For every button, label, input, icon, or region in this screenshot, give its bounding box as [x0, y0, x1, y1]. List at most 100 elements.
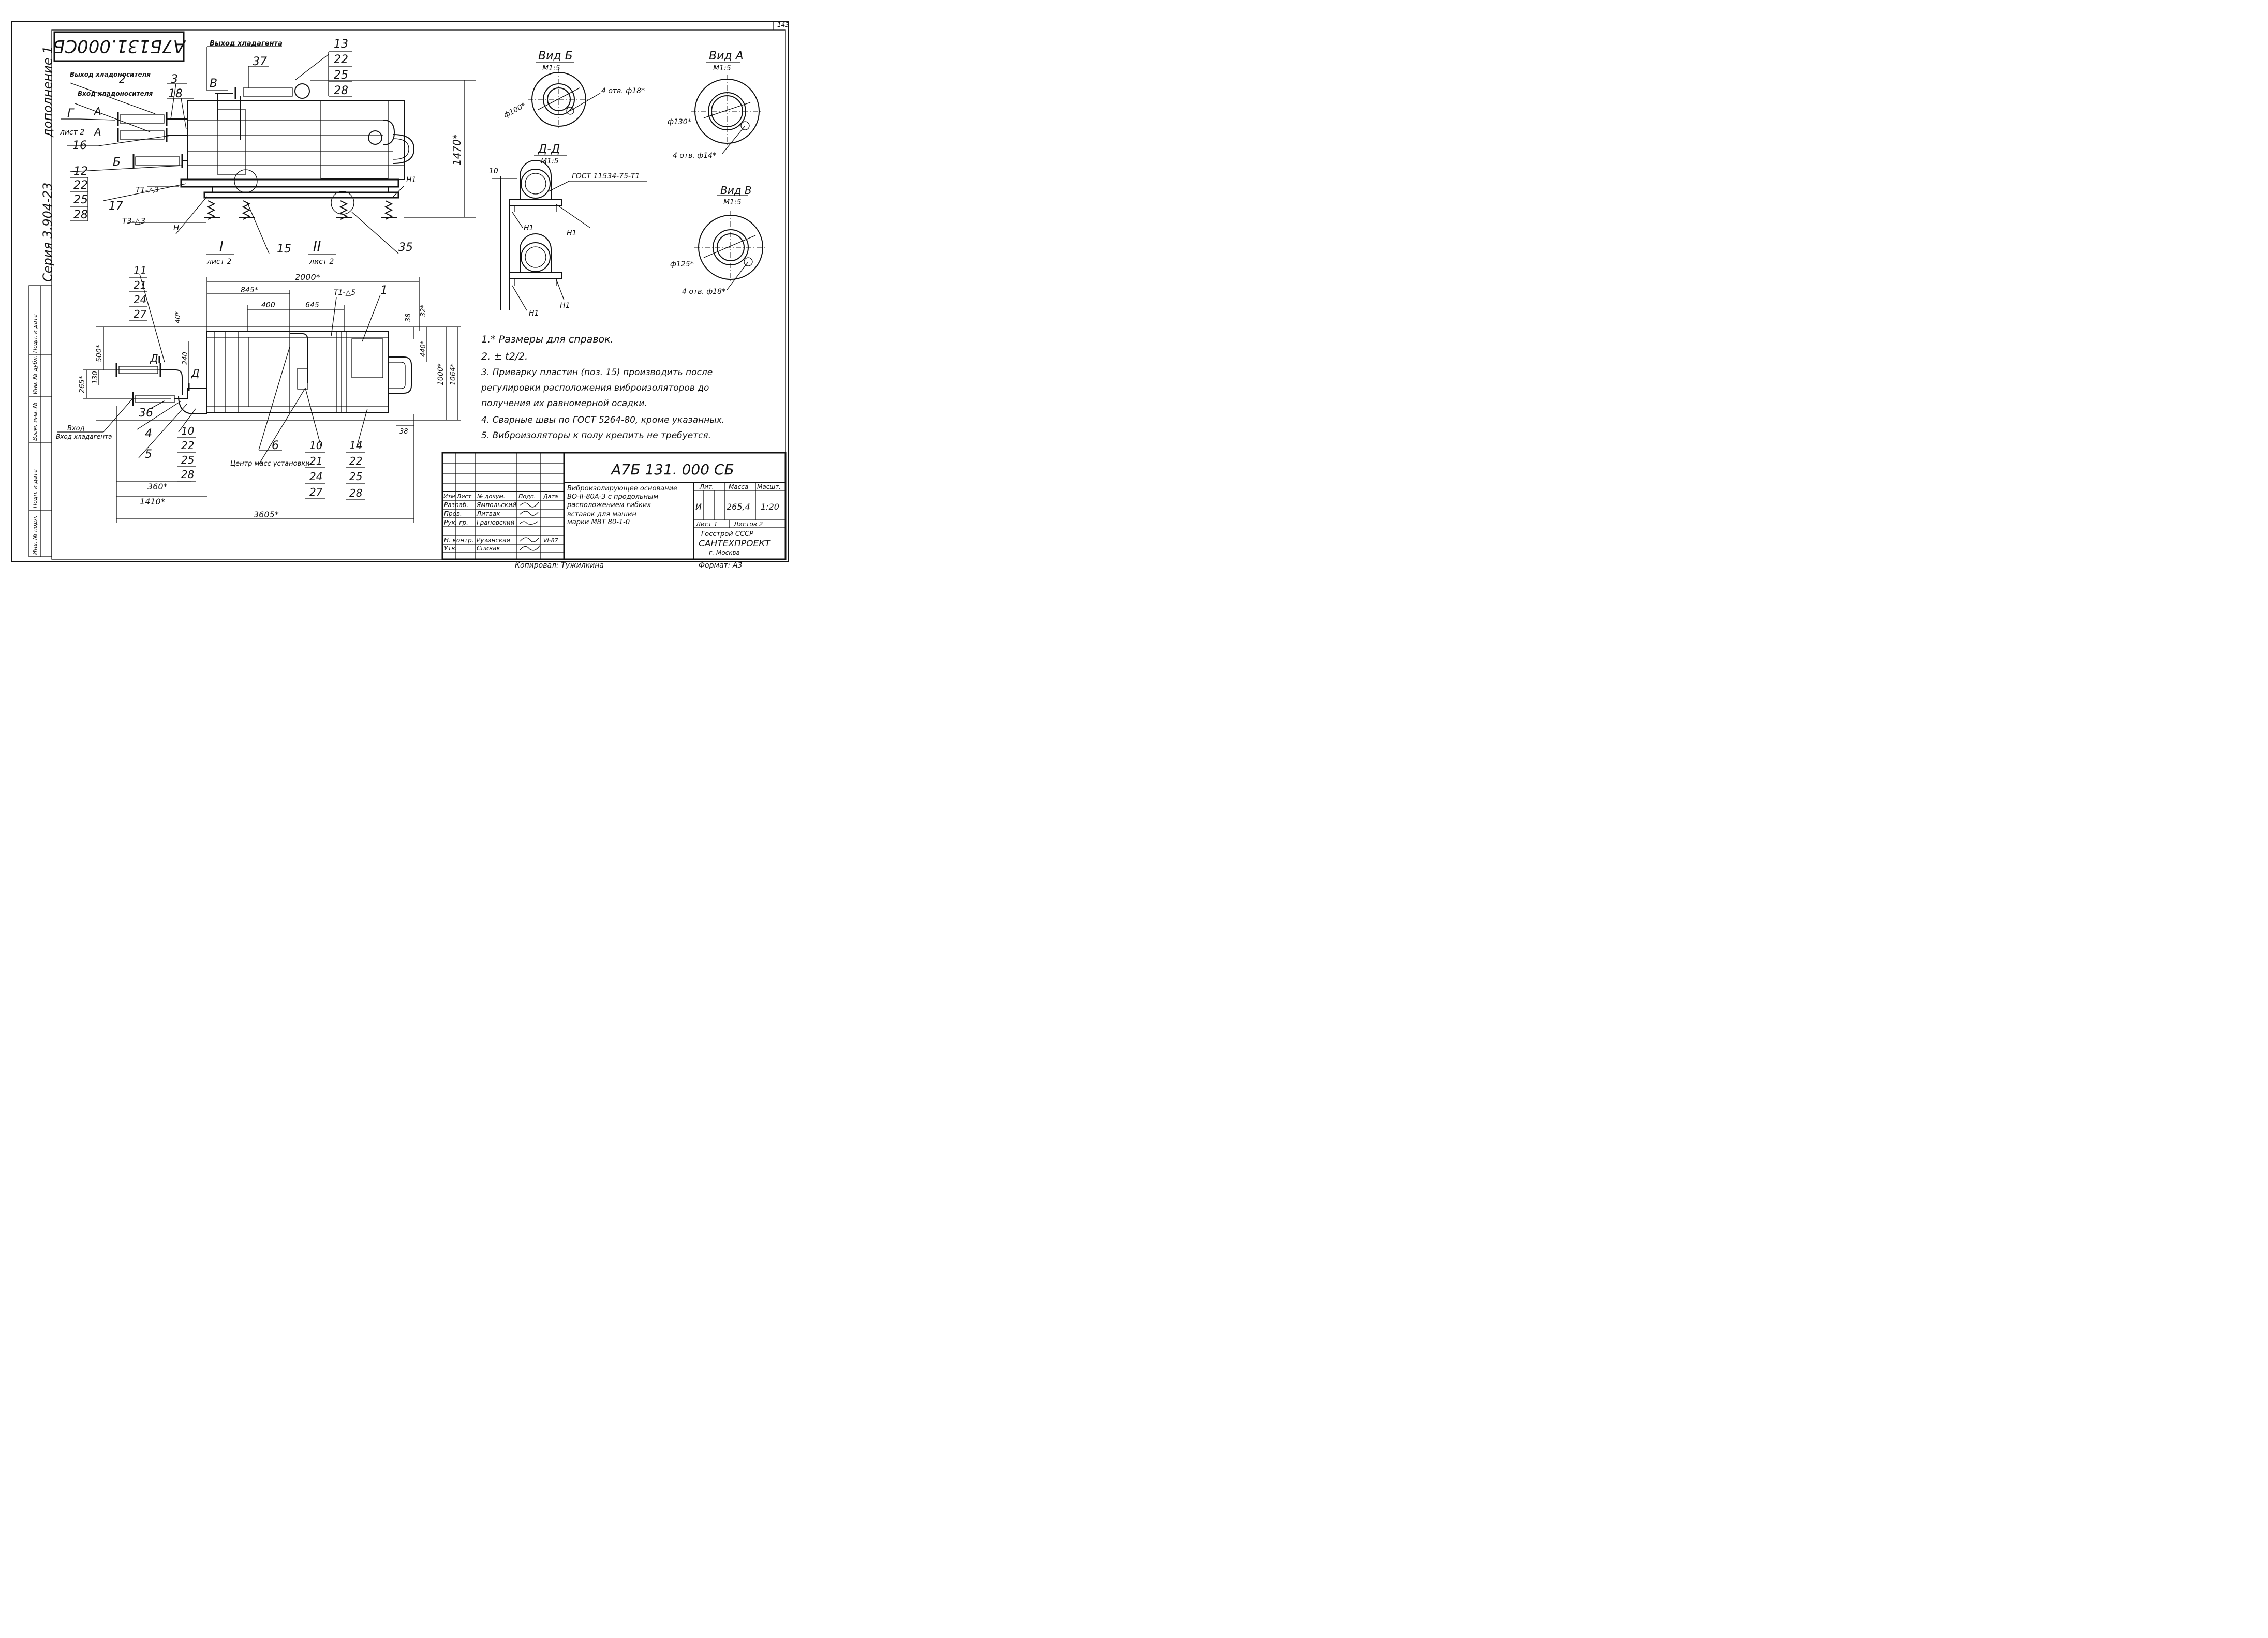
view-v-scale: М1:5	[723, 198, 742, 206]
callout-3: 3	[171, 73, 178, 86]
col-list: Лист	[456, 493, 471, 500]
dim-265: 265*	[78, 376, 86, 393]
note-5: 5. Виброизоляторы к полу крепить не треб…	[481, 430, 711, 441]
sheet-count: Листов 2	[733, 520, 763, 528]
scale-label: Масшт.	[757, 483, 781, 490]
svg-text:25: 25	[349, 470, 362, 483]
view-b: Вид Б М1:5 ф100* 4 отв. ф18*	[502, 50, 645, 130]
label-two: 2	[119, 73, 126, 85]
dim-645: 645	[305, 301, 319, 309]
view-b-scale: М1:5	[542, 64, 560, 72]
section-dd-weld-3: Н1	[560, 302, 570, 310]
weld-n: Н	[173, 223, 179, 232]
callout-stack-11: 11 21 24 27	[129, 264, 147, 321]
view-a-holes: 4 отв. ф14*	[673, 152, 716, 160]
coolant-out-label: Выход хладоносителя	[70, 71, 151, 78]
stamp-orig-inv: Инв. № подл.	[32, 515, 38, 555]
dim-360: 360*	[147, 482, 168, 492]
dim-500: 500*	[95, 345, 103, 362]
drawing-sheet: 143 А7Б131.000СБ дополнение 1 Серия 3.90…	[11, 21, 789, 570]
role-norm-control: Н. контр.	[444, 537, 474, 544]
svg-text:28: 28	[73, 209, 88, 221]
name-approver: Спивак	[477, 545, 500, 552]
callout-6: 6	[272, 439, 279, 452]
title-line-3: расположением гибких	[567, 501, 651, 509]
section-dd-weld-2: Н1	[524, 224, 533, 232]
copied-by: Копировал: Тужилкина	[515, 561, 604, 570]
callout-17: 17	[109, 200, 123, 213]
inner-frame	[51, 29, 786, 560]
view-b-title: Вид Б	[538, 50, 573, 63]
dim-400: 400	[261, 301, 275, 309]
dim-130: 130	[92, 371, 99, 384]
stamp-dup-inv: Инв. № дубл.	[32, 355, 38, 394]
notes: 1.* Размеры для справок. 2. ± t2/2. 3. П…	[481, 334, 724, 441]
node-1-sheet: лист 2	[206, 258, 231, 266]
mass-value: 265,4	[727, 502, 750, 512]
side-text-addition: дополнение 1	[40, 46, 55, 138]
view-v-title: Вид В	[720, 184, 752, 197]
refrigerant-out-label: Выход хладагента	[210, 40, 283, 48]
outer-frame	[11, 21, 789, 562]
section-mark-d-2: Д	[191, 367, 200, 379]
svg-text:28: 28	[334, 84, 348, 97]
top-code: А7Б131.000СБ	[53, 36, 186, 56]
section-dd: Д-Д М1:5 ГОСТ 11534-75-Т1 10 Н1 Н1 Н1 Н1	[489, 143, 647, 318]
weld-t1: Т1-△3	[136, 185, 159, 195]
title-line-5: марки МВТ 80-1-0	[567, 518, 630, 526]
stamp-sign-date-2: Подп. и дата	[32, 469, 38, 508]
title-line-1: Виброизолирующее основание	[567, 485, 677, 493]
svg-text:10: 10	[181, 425, 194, 437]
note-3b: регулировки расположения виброизоляторов…	[481, 383, 709, 393]
dim-1064: 1064*	[449, 363, 457, 385]
view-g-mark: Г	[67, 107, 75, 120]
svg-text:22: 22	[181, 439, 194, 452]
note-4: 4. Сварные швы по ГОСТ 5264-80, кроме ук…	[481, 415, 724, 425]
svg-text:22: 22	[349, 455, 362, 467]
svg-text:14: 14	[349, 439, 362, 452]
node-2-sheet: лист 2	[309, 258, 334, 266]
refrigerant-in-label-1: Вход	[67, 425, 85, 433]
svg-text:25: 25	[73, 193, 88, 206]
coolant-in-label: Вход хладоносителя	[78, 90, 153, 97]
dim-2000: 2000*	[295, 272, 320, 282]
section-dd-scale: М1:5	[541, 157, 559, 166]
role-developer: Разраб.	[444, 501, 468, 509]
callout-stack-12: 12 22 25 28	[70, 165, 88, 221]
title-block-code: А7Б 131. 000 СБ	[610, 461, 734, 478]
svg-text:21: 21	[134, 279, 146, 291]
svg-text:25: 25	[334, 69, 348, 82]
callout-stack-10a: 10 22 25 28	[177, 425, 196, 482]
name-norm-control: Рузинская	[477, 537, 510, 544]
svg-text:13: 13	[334, 38, 348, 51]
title-line-4: вставок для машин	[567, 511, 636, 518]
section-mark-d-1: Д	[150, 352, 158, 365]
svg-text:12: 12	[73, 165, 88, 178]
callout-stack-14: 14 22 25 28	[346, 439, 365, 500]
callout-stack-13: 13 22 25 28	[328, 38, 352, 97]
dim-240: 240	[182, 352, 189, 365]
stamp-replace-inv: Взам. инв. №	[32, 402, 38, 441]
callout-4: 4	[145, 427, 152, 440]
svg-text:22: 22	[334, 53, 348, 66]
callout-16: 16	[72, 139, 87, 152]
view-a-mark-1: А	[93, 105, 101, 117]
col-sign: Подп.	[518, 493, 536, 500]
mass-center-label: Центр масс установки	[230, 460, 310, 468]
format-label: Формат: А3	[699, 561, 742, 570]
dim-40: 40*	[174, 311, 182, 323]
elevation-view: 1470* Выход хладагента Выход хладоносите…	[60, 38, 476, 266]
svg-text:21: 21	[309, 455, 322, 467]
name-developer: Ямпольский	[476, 501, 516, 509]
callout-15: 15	[277, 243, 291, 256]
view-b-diameter: ф100*	[502, 101, 527, 120]
note-1: 1.* Размеры для справок.	[481, 334, 614, 345]
callout-37: 37	[253, 55, 267, 68]
view-v-diameter: ф125*	[670, 260, 694, 269]
name-group-head: Грановский	[477, 519, 515, 526]
refrigerant-in-label: Вход хладагента	[56, 433, 112, 440]
note-3c: получения их равномерной осадки.	[481, 398, 647, 409]
callout-5: 5	[145, 448, 152, 461]
title-line-2: ВО-II-80А-3 с продольным	[567, 493, 658, 501]
col-doc: № докум.	[477, 493, 505, 500]
